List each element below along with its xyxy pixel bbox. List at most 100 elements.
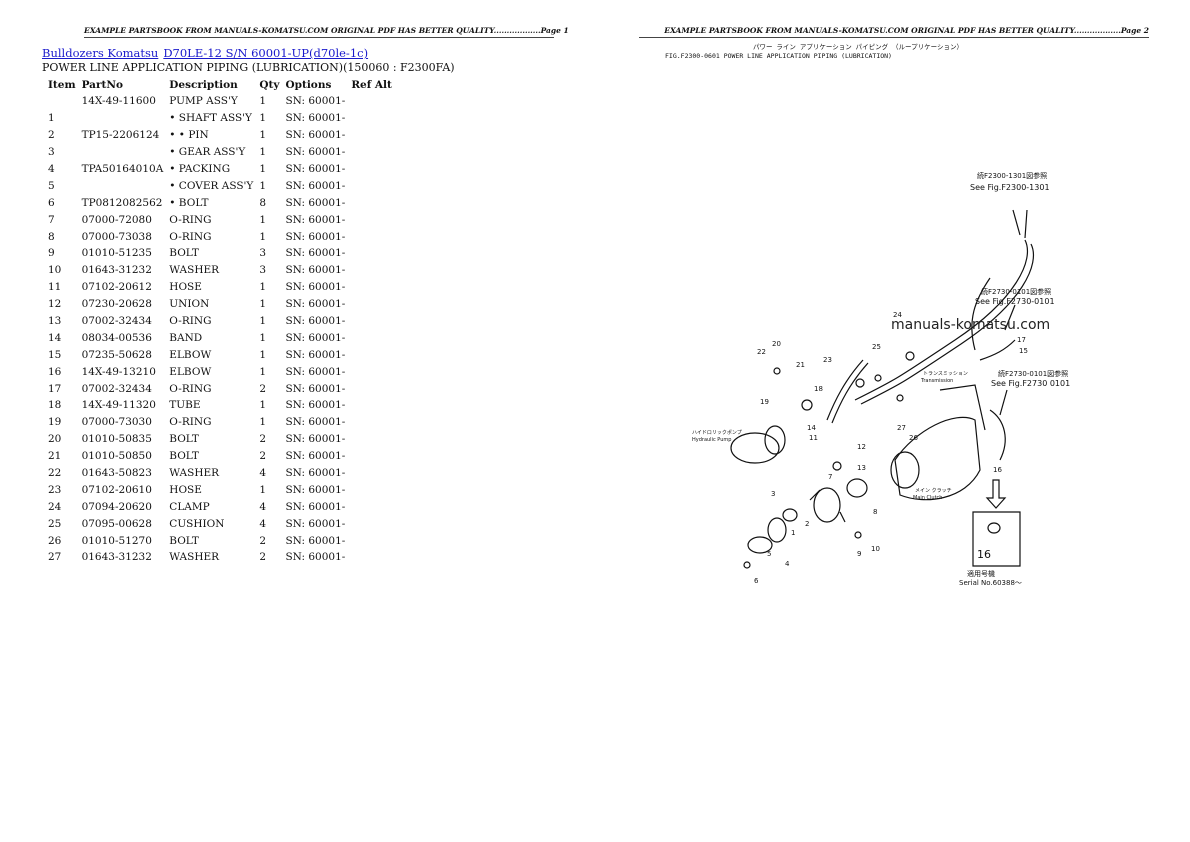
cell-description: • GEAR ASS'Y (169, 146, 246, 159)
cell-options: SN: 60001- (285, 95, 346, 108)
cell-qty: 3 (259, 247, 267, 260)
union-fitting (832, 461, 842, 471)
cell-qty: 3 (259, 264, 267, 277)
cell-qty: 1 (259, 416, 267, 429)
cell-ref-alt (348, 177, 395, 194)
ref-note: See Fig.F2730-0101 (975, 297, 1055, 306)
cell-item: 1 (48, 112, 55, 125)
cell-partno: 01643-31232 (81, 551, 152, 564)
part-label-12: 12 (857, 443, 866, 451)
cell-ref-alt (348, 363, 395, 380)
cell-qty: 1 (259, 315, 267, 328)
cell-description: • SHAFT ASS'Y (169, 112, 252, 125)
cell-ref-alt (348, 245, 395, 262)
transmission-housing (894, 416, 981, 501)
cell-description: • BOLT (169, 196, 209, 209)
inset-elbow (987, 522, 1001, 534)
cell-description: • PACKING (169, 163, 231, 175)
cell-item (42, 93, 79, 110)
shaft-housing (813, 487, 841, 523)
cell-ref-alt (348, 313, 395, 330)
cell-options: SN: 60001- (285, 399, 346, 412)
cell-partno: 01010-50835 (81, 433, 152, 446)
cell-qty: 2 (259, 534, 267, 547)
hose-line (971, 277, 991, 351)
cell-qty: 1 (259, 112, 267, 125)
cell-options: SN: 60001- (285, 298, 346, 311)
cell-description: WASHER (169, 551, 220, 564)
serial-note-jp: 適用号機 (967, 569, 995, 578)
cell-qty: 2 (259, 433, 267, 446)
part-label-5: 5 (767, 550, 771, 558)
cell-options: SN: 60001- (285, 500, 346, 513)
cell-qty: 2 (259, 551, 267, 564)
part-label-7: 7 (828, 473, 832, 481)
part-label-22: 22 (757, 348, 766, 356)
cell-options: SN: 60001- (285, 247, 346, 260)
pump-face (764, 425, 786, 455)
cell-partno: 14X-49-11320 (81, 399, 156, 412)
cell-options: SN: 60001- (285, 517, 346, 530)
part-label-4: 4 (785, 560, 790, 568)
cell-qty: 1 (259, 348, 267, 361)
breadcrumb-link-category[interactable]: Bulldozers Komatsu (42, 46, 159, 60)
part-label-2: 2 (805, 520, 809, 528)
inset-box (972, 511, 1021, 567)
cell-partno (79, 177, 167, 194)
cell-ref-alt (348, 414, 395, 431)
ref-note-jp: 続F2730-0101図参照 (998, 369, 1068, 378)
part-label-27: 27 (897, 424, 906, 432)
cell-ref-alt (348, 549, 395, 566)
clutch-label: Main Clutch (913, 495, 942, 501)
pump-label: Hydraulic Pump (692, 437, 731, 443)
cell-qty: 2 (259, 382, 267, 395)
cell-options: SN: 60001- (285, 179, 346, 192)
part-label-18: 18 (814, 385, 823, 393)
cell-ref-alt (348, 228, 395, 245)
cell-ref-alt (348, 431, 395, 448)
cell-ref-alt (348, 397, 395, 414)
parts-table: Item PartNo Description Qty Options Ref … (42, 76, 395, 566)
part-label-6: 6 (754, 577, 759, 585)
part-label-8: 8 (873, 508, 877, 516)
cell-item: 22 (48, 467, 62, 480)
cell-options: SN: 60001- (285, 315, 346, 328)
cell-description: CLAMP (169, 500, 210, 513)
cell-item: 9 (48, 247, 55, 260)
tube-line (826, 359, 864, 421)
cell-ref-alt (348, 144, 395, 161)
column-header-qty: Qty (259, 78, 280, 91)
breadcrumb-link-model[interactable]: D70LE-12 S/N 60001-UP(d70le-1c) (163, 46, 369, 60)
cell-item: 24 (48, 500, 62, 513)
cell-partno: 07002-32434 (81, 382, 152, 395)
bolt (896, 394, 904, 402)
cell-ref-alt (348, 380, 395, 397)
breadcrumb: Bulldozers Komatsu D70LE-12 S/N 60001-UP(… (42, 46, 373, 60)
cell-partno: TPA50164010A (81, 163, 164, 175)
bolt (854, 531, 862, 539)
cell-qty: 4 (259, 500, 267, 513)
part-callouts: 1 2 3 4 5 6 7 8 9 10 11 12 13 14 15 16 1… (754, 311, 1028, 585)
clamp (905, 351, 915, 361)
cell-description: • COVER ASS'Y (169, 179, 254, 192)
cell-ref-alt (348, 194, 395, 211)
parts-list-page: EXAMPLE PARTSBOOK FROM MANUALS-KOMATSU.C… (42, 26, 569, 566)
cell-description: O-RING (169, 213, 212, 226)
cell-ref-alt (348, 465, 395, 482)
cell-qty: 1 (259, 163, 267, 175)
cell-ref-alt (348, 262, 395, 279)
part-label-17: 17 (1017, 336, 1026, 344)
cell-qty: 1 (259, 179, 267, 192)
cell-options: SN: 60001- (285, 450, 346, 463)
cell-options: SN: 60001- (285, 331, 346, 344)
cell-ref-alt (348, 532, 395, 549)
cell-item: 20 (48, 433, 62, 446)
cell-ref-alt (348, 279, 395, 296)
